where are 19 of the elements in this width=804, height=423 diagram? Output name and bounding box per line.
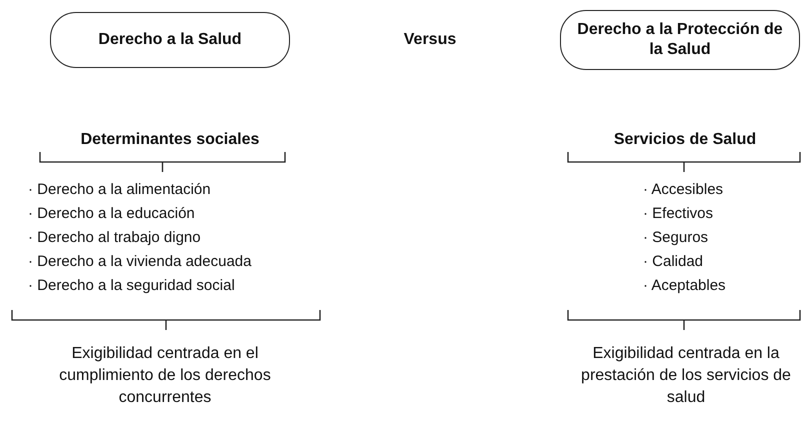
versus-label: Versus (402, 30, 458, 50)
list-item: · Derecho al trabajo digno (28, 228, 202, 248)
heading: Servicios de Salud (612, 130, 758, 150)
list-item: · Derecho a la seguridad social (28, 276, 236, 296)
conclusion-text: Exigibilidad centrada en el cumplimiento de los derechos concurrentes (58, 344, 272, 408)
rounded-box (560, 10, 800, 70)
node-label: Derecho a la Protección de la Salud (576, 20, 784, 60)
node-label: Derecho a la Salud (98, 30, 242, 50)
heading: Determinantes sociales (80, 130, 260, 150)
list-item: · Accesibles (643, 180, 724, 200)
list-item: · Derecho a la vivienda adecuada (28, 252, 252, 272)
list-item: · Derecho a la educación (28, 204, 196, 224)
rounded-box (50, 12, 290, 68)
list-item: · Efectivos (643, 204, 714, 224)
list-item: · Aceptables (643, 276, 727, 296)
list-item: · Seguros (643, 228, 710, 248)
conclusion-text: Exigibilidad centrada en la prestación de los servicios de salud (580, 344, 792, 408)
list-item: · Calidad (643, 252, 704, 272)
list-item: · Derecho a la alimentación (28, 180, 212, 200)
